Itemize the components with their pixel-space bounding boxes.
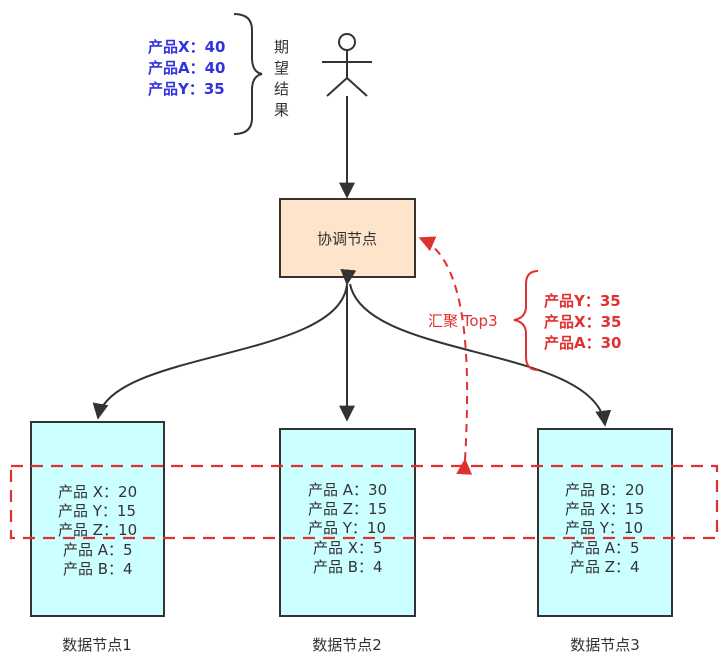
aggregate-line-2: 产品X：35 [544,313,621,331]
expected-line-2: 产品A：40 [148,59,225,77]
aggregate-line-3: 产品A：30 [544,334,621,352]
node2-row-1: 产品 A：30 [308,481,387,499]
aggregate-result-group: 产品Y：35 产品X：35 产品A：30 [544,292,621,352]
data-node-1: 产品 X：20 产品 Y：15 产品 Z：10 产品 A：5 产品 B：4 [30,421,165,617]
coordinator-to-node3-arrow [349,283,612,427]
data-node-2-caption: 数据节点2 [312,636,382,654]
node3-row-4: 产品 A：5 [570,539,640,557]
node3-row-2: 产品 X：15 [565,500,644,518]
node2-row-5: 产品 B：4 [313,558,383,576]
expected-brace [233,13,263,135]
data-node-1-caption: 数据节点1 [62,636,132,654]
node1-row-1: 产品 X：20 [58,483,137,501]
node2-row-3: 产品 Y：10 [308,519,386,537]
top3-highlight-box [9,464,719,540]
data-node-3: 产品 B：20 产品 X：15 产品 Y：10 产品 A：5 产品 Z：4 [537,428,673,617]
node3-row-3: 产品 Y：10 [565,519,643,537]
expected-label-char-3: 结 [274,80,289,98]
aggregate-arrow [418,236,473,475]
coordinator-to-node1-arrow [92,268,357,420]
data-node-3-caption: 数据节点3 [570,636,640,654]
stick-figure-icon [322,33,372,97]
aggregate-brace [513,270,539,371]
expected-vertical-label: 期 望 结 果 [274,38,289,119]
aggregate-line-1: 产品Y：35 [544,292,621,310]
expected-label-char-4: 果 [274,101,289,119]
node3-row-5: 产品 Z：4 [570,558,640,576]
coordinator-node: 协调节点 [279,198,416,278]
expected-line-1: 产品X：40 [148,38,225,56]
node2-row-4: 产品 X：5 [313,539,383,557]
node1-row-3: 产品 Z：10 [58,521,137,539]
expected-line-3: 产品Y：35 [148,80,225,98]
data-node-2: 产品 A：30 产品 Z：15 产品 Y：10 产品 X：5 产品 B：4 [279,428,416,617]
node2-row-2: 产品 Z：15 [308,500,387,518]
node1-row-5: 产品 B：4 [63,560,133,578]
coordinator-label: 协调节点 [317,230,377,248]
expected-label-char-2: 望 [274,59,289,77]
expected-result-group: 产品X：40 产品A：40 产品Y：35 [148,38,225,98]
node1-row-2: 产品 Y：15 [58,502,136,520]
node1-row-4: 产品 A：5 [63,541,133,559]
aggregate-label: 汇聚 Top3 [428,312,498,330]
expected-label-char-1: 期 [274,38,289,56]
node3-row-1: 产品 B：20 [565,481,644,499]
